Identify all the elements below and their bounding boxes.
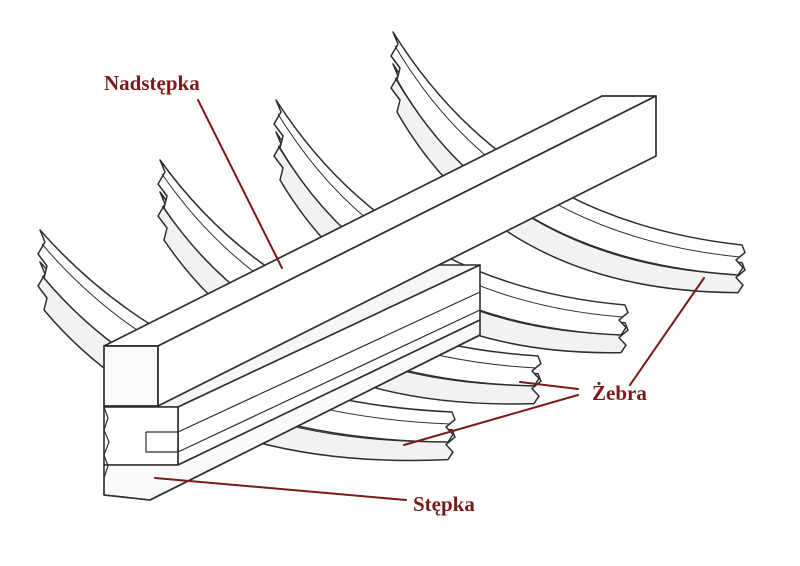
keel-leader-line <box>154 477 407 501</box>
keel-rabbet-groove <box>145 291 481 453</box>
keelson-side-face <box>157 95 657 407</box>
leader-lines <box>154 99 705 501</box>
keelson <box>103 95 657 407</box>
frames-leader-line-1 <box>519 381 579 390</box>
keelson-end-face <box>103 345 159 407</box>
frames-leader-line-2 <box>403 394 579 446</box>
keel-bottom-edge <box>103 334 481 501</box>
frames-label: Żebra <box>592 381 647 405</box>
keel-end-face <box>103 406 179 466</box>
keel-label: Stępka <box>413 492 475 516</box>
keelson-leader-line <box>197 99 283 269</box>
keelson-label: Nadstępka <box>104 71 200 95</box>
frames-leader-line-3 <box>629 277 705 386</box>
keel-end-break <box>103 406 110 495</box>
